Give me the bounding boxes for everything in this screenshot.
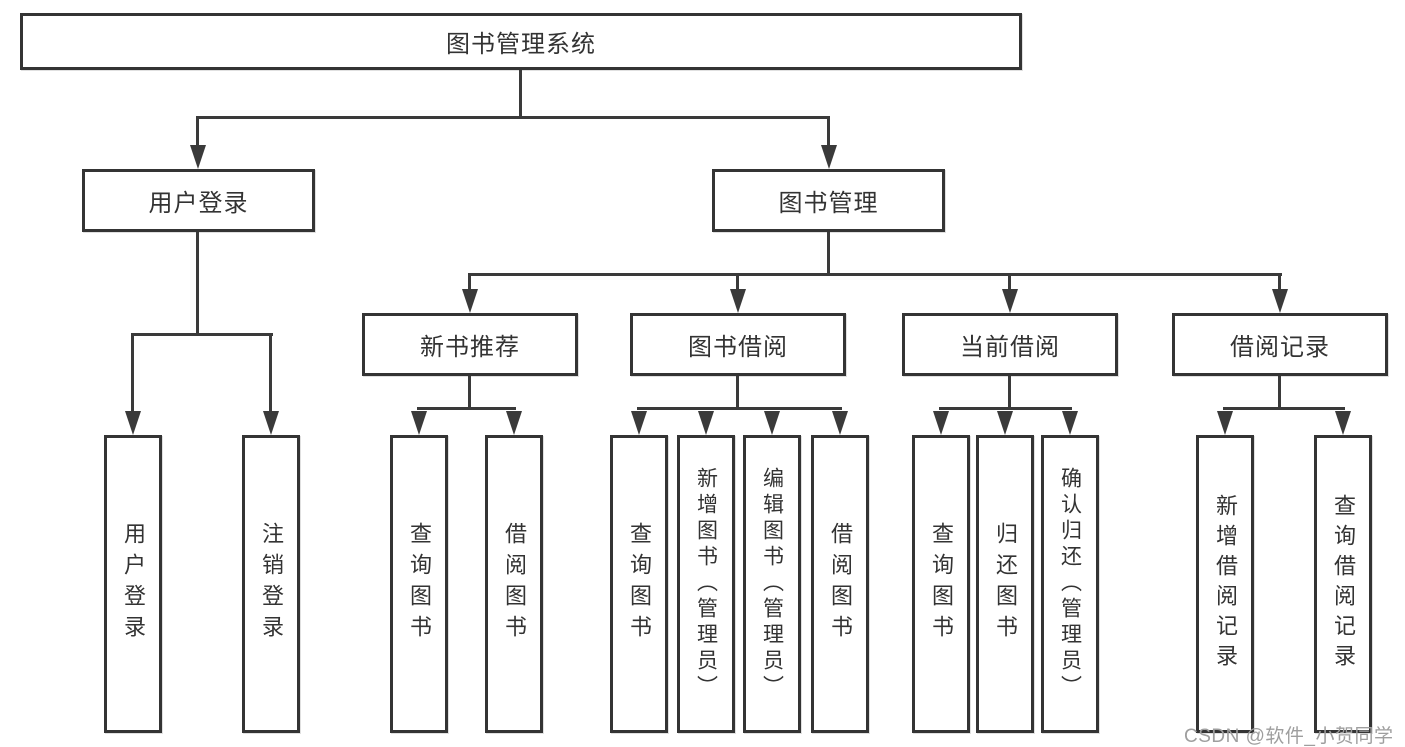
arrowhead-down-icon: [1217, 411, 1233, 435]
leaf-query-borrow-record: 查询借阅记录: [1314, 435, 1372, 733]
connector-line: [1278, 376, 1281, 410]
leaf-query-books-current: 查询图书: [912, 435, 970, 733]
leaf-return-books: 归还图书: [976, 435, 1034, 733]
connector-line: [637, 407, 842, 410]
connector-line: [827, 116, 830, 147]
node-current-borrowing: 当前借阅: [902, 313, 1118, 376]
node-label: 编辑图书（管理员）: [760, 467, 784, 701]
node-label: 查询图书: [407, 522, 432, 646]
arrowhead-down-icon: [821, 145, 837, 169]
arrowhead-down-icon: [506, 411, 522, 435]
connector-line: [1008, 273, 1011, 291]
arrowhead-down-icon: [764, 411, 780, 435]
node-label: 确认归还（管理员）: [1058, 467, 1082, 701]
node-label: 借阅图书: [502, 522, 527, 646]
leaf-confirm-return-admin: 确认归还（管理员）: [1041, 435, 1099, 733]
node-new-book-recommendation: 新书推荐: [362, 313, 578, 376]
arrowhead-down-icon: [997, 411, 1013, 435]
arrowhead-down-icon: [462, 289, 478, 313]
node-label: 借阅图书: [828, 522, 853, 646]
leaf-user-login: 用户登录: [104, 435, 162, 733]
node-label: 借阅记录: [1230, 334, 1330, 361]
connector-line: [1008, 376, 1011, 410]
connector-line: [468, 273, 1282, 276]
leaf-query-books-recommend: 查询图书: [390, 435, 448, 733]
connector-line: [196, 232, 199, 336]
arrowhead-down-icon: [190, 145, 206, 169]
node-label: 查询图书: [627, 522, 652, 646]
node-label: 图书管理系统: [446, 31, 596, 58]
leaf-add-borrow-record: 新增借阅记录: [1196, 435, 1254, 733]
arrowhead-down-icon: [933, 411, 949, 435]
arrowhead-down-icon: [631, 411, 647, 435]
leaf-logout: 注销登录: [242, 435, 300, 733]
connector-line: [468, 273, 471, 291]
node-label: 用户登录: [148, 190, 249, 217]
node-label: 当前借阅: [960, 334, 1060, 361]
arrowhead-down-icon: [1002, 289, 1018, 313]
connector-line: [468, 376, 471, 410]
leaf-edit-books-admin: 编辑图书（管理员）: [743, 435, 801, 733]
connector-line: [519, 70, 522, 118]
connector-line: [736, 273, 739, 291]
connector-line: [417, 407, 516, 410]
leaf-add-books-admin: 新增图书（管理员）: [677, 435, 735, 733]
node-label: 查询图书: [929, 522, 954, 646]
node-label: 新书推荐: [420, 334, 520, 361]
arrowhead-down-icon: [1272, 289, 1288, 313]
node-label: 用户登录: [121, 522, 146, 646]
connector-line: [131, 333, 273, 336]
node-label: 图书管理: [778, 190, 879, 217]
arrowhead-down-icon: [730, 289, 746, 313]
node-label: 注销登录: [259, 522, 284, 646]
node-label: 归还图书: [993, 522, 1018, 646]
node-label: 图书借阅: [688, 334, 788, 361]
connector-line: [269, 333, 272, 413]
leaf-borrow-books: 借阅图书: [811, 435, 869, 733]
arrowhead-down-icon: [698, 411, 714, 435]
arrowhead-down-icon: [1335, 411, 1351, 435]
connector-line: [939, 407, 1072, 410]
arrowhead-down-icon: [125, 411, 141, 435]
node-label: 查询借阅记录: [1331, 494, 1356, 674]
node-borrowing-records: 借阅记录: [1172, 313, 1388, 376]
arrowhead-down-icon: [263, 411, 279, 435]
connector-line: [131, 333, 134, 413]
node-book-management: 图书管理: [712, 169, 945, 232]
arrowhead-down-icon: [411, 411, 427, 435]
connector-line: [736, 376, 739, 410]
connector-line: [1223, 407, 1345, 410]
node-book-borrowing: 图书借阅: [630, 313, 846, 376]
connector-line: [1278, 273, 1281, 291]
leaf-borrow-books-recommend: 借阅图书: [485, 435, 543, 733]
node-user-login: 用户登录: [82, 169, 315, 232]
node-library-management-system: 图书管理系统: [20, 13, 1022, 70]
connector-line: [196, 116, 199, 147]
node-label: 新增借阅记录: [1213, 494, 1238, 674]
csdn-watermark: CSDN @软件_小贺同学: [1184, 726, 1394, 747]
connector-line: [827, 232, 830, 276]
node-label: 新增图书（管理员）: [694, 467, 718, 701]
leaf-query-books-borrowing: 查询图书: [610, 435, 668, 733]
arrowhead-down-icon: [1062, 411, 1078, 435]
arrowhead-down-icon: [832, 411, 848, 435]
connector-line: [196, 116, 830, 119]
